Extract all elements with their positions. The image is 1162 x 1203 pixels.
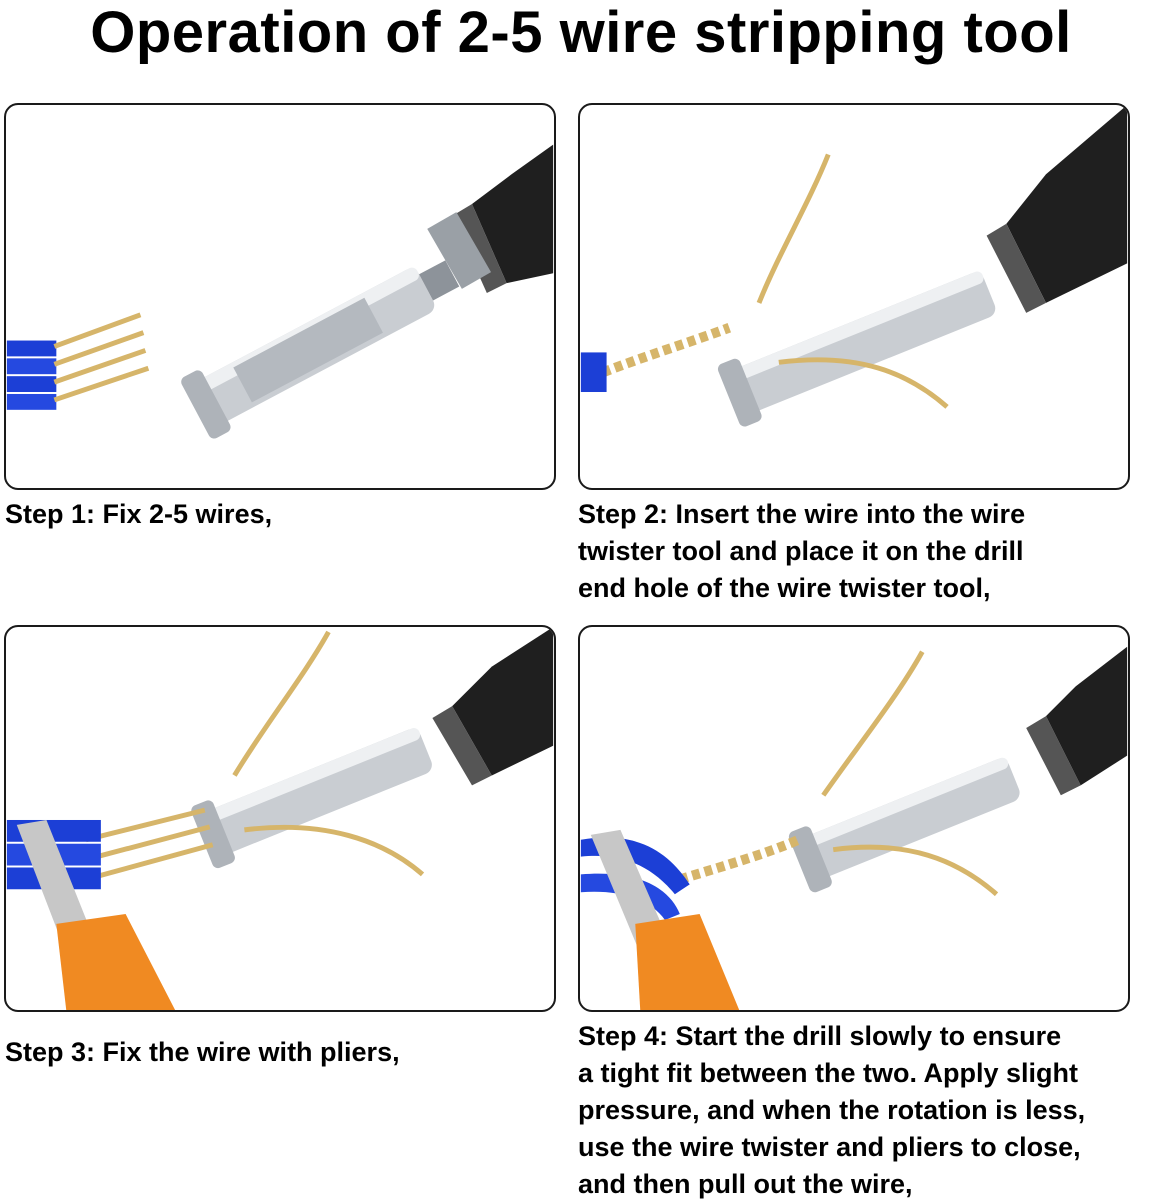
copper-wire-icon bbox=[678, 650, 999, 897]
pliers-icon bbox=[16, 819, 176, 1010]
caption-line: Step 2: Insert the wire into the wire bbox=[578, 499, 1026, 529]
step-1-image bbox=[4, 103, 556, 490]
wire-twister-tool-icon bbox=[717, 271, 996, 427]
step-3-image bbox=[4, 625, 556, 1012]
drill-chuck-icon bbox=[432, 627, 554, 786]
drill-chuck-icon bbox=[1026, 646, 1128, 796]
caption-line: end hole of the wire twister tool, bbox=[578, 573, 991, 603]
page-title: Operation of 2-5 wire stripping tool bbox=[90, 0, 1072, 65]
wire-twister-tool-icon bbox=[181, 260, 460, 439]
caption-line: use the wire twister and pliers to close… bbox=[578, 1132, 1081, 1162]
step-1-caption: Step 1: Fix 2-5 wires, bbox=[5, 496, 272, 533]
caption-line: a tight fit between the two. Apply sligh… bbox=[578, 1058, 1078, 1088]
step-4-caption: Step 4: Start the drill slowly to ensure… bbox=[578, 1018, 1085, 1203]
caption-line: Step 4: Start the drill slowly to ensure bbox=[578, 1021, 1062, 1051]
pliers-icon bbox=[590, 829, 740, 1010]
copper-wire-icon bbox=[85, 630, 425, 882]
step-2-image bbox=[578, 103, 1130, 490]
step-3-caption: Step 3: Fix the wire with pliers, bbox=[5, 1034, 400, 1071]
drill-chuck-icon bbox=[986, 105, 1128, 313]
caption-line: Step 1: Fix 2-5 wires, bbox=[5, 499, 273, 529]
wire-bundle-icon bbox=[6, 312, 150, 410]
wire-twister-tool-icon bbox=[191, 728, 432, 869]
caption-line: Step 3: Fix the wire with pliers, bbox=[5, 1037, 400, 1067]
wire-insulation-icon bbox=[580, 352, 607, 393]
drill-chuck-icon bbox=[427, 144, 554, 294]
copper-wire-icon bbox=[588, 153, 949, 409]
wire-twister-tool-icon bbox=[788, 757, 1020, 893]
caption-line: and then pull out the wire, bbox=[578, 1169, 913, 1199]
caption-line: pressure, and when the rotation is less, bbox=[578, 1095, 1086, 1125]
step-4-image bbox=[578, 625, 1130, 1012]
step-2-caption: Step 2: Insert the wire into the wire tw… bbox=[578, 496, 1025, 607]
caption-line: twister tool and place it on the drill bbox=[578, 536, 1024, 566]
